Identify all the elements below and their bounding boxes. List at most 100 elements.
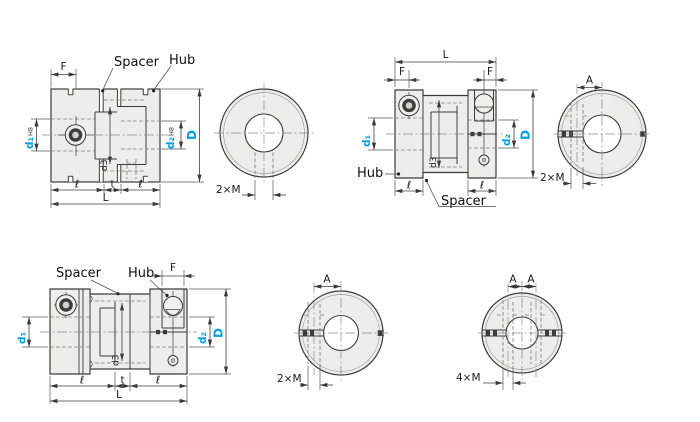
dim-label-d1: d₁ [361, 134, 373, 147]
dim-label-t: t [110, 179, 114, 191]
spacer-label: Spacer [441, 194, 487, 209]
clamp-slit-left [482, 329, 506, 337]
dim-label-D: D [519, 130, 533, 140]
dim-d2: d₂ [498, 119, 519, 149]
hub-label: Hub [357, 166, 383, 181]
slit-notches [67, 88, 149, 182]
label-spacer: Spacer [424, 178, 496, 209]
dim-d1: d₁ [17, 316, 48, 348]
clamp-screw-right [474, 70, 494, 167]
spacer-label: Spacer [114, 55, 160, 70]
dim-label-d3: d3 [112, 355, 122, 366]
dim-label-l1: ℓ [74, 179, 79, 191]
dim-bottom: ℓ t ℓ L [49, 372, 188, 404]
center-cross [554, 82, 650, 186]
side-view [42, 88, 170, 183]
dim-label-L: L [443, 49, 449, 61]
center-cross [478, 281, 566, 383]
dim-label-l2: ℓ [155, 375, 160, 387]
dim-label-d2: d₂ [165, 136, 177, 149]
dimensions: Spacer Hub F d₁ d₂ [17, 262, 231, 404]
dim-d2: d₂ H8 [161, 120, 186, 150]
panel-double-clamp-front: A A 4×M [456, 274, 566, 390]
dim-d2: d₂ [189, 316, 215, 348]
dimensions: F Spacer Hub d₁ H8 d₂ H8 [24, 53, 204, 208]
front-view: 2×M [214, 83, 314, 200]
label-hub: Hub [128, 266, 169, 298]
panel-set-screw-coupling: F Spacer Hub d₁ H8 d₂ H8 [24, 53, 314, 208]
dim-L: L [394, 49, 497, 87]
hidden-lines [51, 99, 160, 179]
left-hub-slit [78, 289, 84, 374]
dim-A: A [313, 274, 342, 289]
dim-label-L: L [116, 389, 122, 401]
dim-label-d3: d3 [429, 157, 439, 168]
dim-label-d1-h8: H8 [27, 127, 35, 136]
dim-label-t: t [120, 375, 124, 387]
hub-label: Hub [128, 266, 154, 281]
slit [468, 131, 496, 137]
dim-F-left: F [384, 66, 420, 88]
clamp-screw-left [398, 92, 420, 119]
dim-label-2xM: 2×M [277, 373, 302, 385]
clamp-slit-right [538, 329, 562, 337]
dim-F: F [50, 61, 77, 88]
dim-label-2xM: 2×M [540, 172, 565, 184]
dim-A-left: A [507, 274, 523, 289]
dim-4xM: 4×M [456, 366, 526, 390]
dim-label-2xM: 2×M [216, 184, 241, 196]
dim-label-D: D [185, 130, 199, 140]
side-view [386, 70, 505, 179]
dim-label-l1: ℓ [406, 180, 411, 192]
dim-D: D [189, 288, 231, 375]
dim-label-4xM: 4×M [456, 372, 481, 384]
dim-D: D [161, 88, 204, 183]
front-view: A 2×M [540, 75, 650, 189]
slit [150, 329, 187, 335]
dim-label-d1: d₁ [17, 331, 29, 344]
dimensions: L F F d₁ d₂ [357, 49, 538, 209]
screw-hole-hidden [302, 302, 326, 364]
dim-F-right: F [473, 66, 507, 83]
screw-hole-hidden [565, 102, 589, 166]
dim-A: A [576, 75, 603, 90]
clamp-screw-right [161, 289, 185, 367]
panel-clamp-coupling: L F F d₁ d₂ [357, 49, 650, 209]
label-spacer: Spacer [101, 55, 160, 93]
dim-bottom: ℓ t ℓ L [50, 179, 161, 208]
hidden-lines [50, 300, 187, 364]
dim-2xM: 2×M [277, 364, 333, 390]
dim-label-f: F [170, 262, 176, 274]
dim-d3: d3 [112, 302, 125, 366]
dim-bottom: ℓ ℓ [394, 180, 497, 196]
dim-d1: d₁ [361, 117, 393, 151]
center-cross [294, 281, 388, 383]
dim-F: F [151, 262, 195, 286]
dim-2xM: 2×M [540, 167, 596, 189]
dim-label-d2-h8: H8 [168, 127, 176, 136]
dim-label-A: A [586, 75, 594, 87]
dim-A-right: A [521, 274, 537, 289]
dim-d3: d3 [429, 99, 442, 169]
clamp-slit [299, 329, 384, 337]
clamp-screw-left [54, 292, 78, 318]
dim-label-l2: ℓ [479, 180, 484, 192]
dim-2xM: 2×M [216, 180, 286, 200]
tapped-hole-hidden [254, 152, 274, 178]
dim-label-A: A [527, 274, 535, 286]
dim-label-D: D [212, 328, 226, 338]
dim-label-f: F [487, 66, 493, 78]
dim-label-d3: d3 [100, 160, 110, 171]
dim-D: D [498, 89, 538, 179]
dim-label-d2: d₂ [197, 331, 209, 344]
dim-label-d2: d₂ [501, 133, 513, 146]
dim-label-l2: ℓ [137, 179, 142, 191]
dim-label-d1: d₁ [24, 136, 36, 149]
dim-label-A: A [509, 274, 517, 286]
label-hub: Hub [357, 166, 401, 181]
screw-holes-hidden [497, 300, 547, 366]
hub-label: Hub [169, 53, 195, 68]
dim-label-L: L [103, 192, 109, 204]
